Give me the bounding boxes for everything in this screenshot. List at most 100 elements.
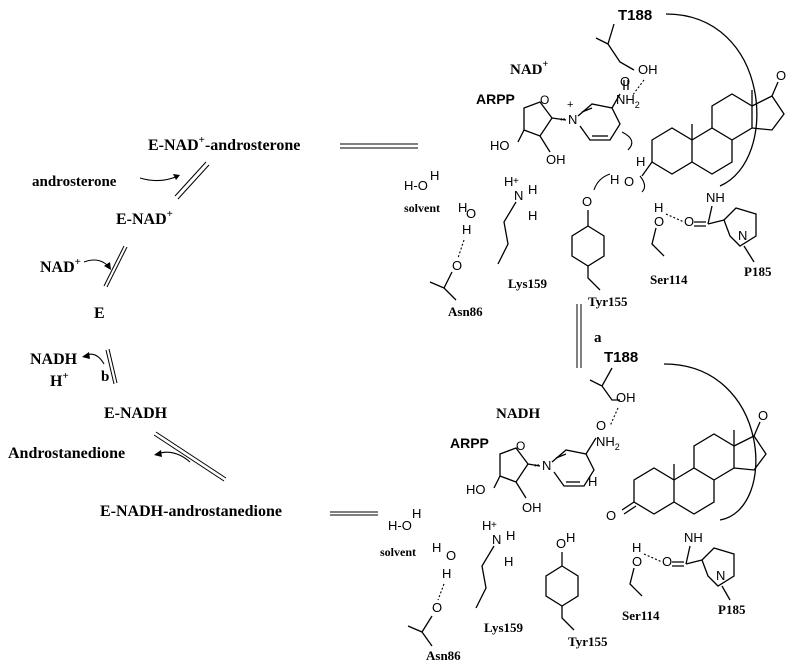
arrowhead	[154, 450, 162, 457]
lys-h: H	[482, 518, 491, 533]
ligand-nadh: NADH	[30, 351, 78, 368]
t188-hydroxyl: OH	[638, 62, 658, 77]
c4-hydrogen: H	[588, 474, 597, 489]
lys-nitrogen: N	[514, 188, 523, 203]
backbone-nh: NH	[684, 530, 703, 545]
ligand-androsterone: androsterone	[32, 174, 117, 190]
amide-oxygen: O	[620, 74, 630, 89]
double-bond	[672, 561, 684, 567]
tyr-ring	[545, 565, 579, 607]
bond	[753, 421, 761, 437]
ligand-h: H+	[50, 370, 69, 390]
tyr-ring	[571, 225, 605, 267]
ribose-hydroxyl: HO	[466, 482, 486, 497]
charge-plus: +	[513, 176, 519, 187]
ring-a	[633, 467, 675, 515]
solvent-water: H-O	[404, 178, 428, 193]
pyrrolidine-ring	[723, 207, 757, 247]
residue-ser114: Ser114	[650, 272, 688, 287]
bond	[493, 475, 501, 489]
equilibrium-line	[174, 161, 207, 197]
tyr-oxygen: O	[556, 536, 566, 551]
water-h: H	[458, 200, 467, 215]
ketone-oxygen: O	[758, 408, 768, 423]
state-e-nadh: E-NADH	[104, 405, 168, 422]
t188-backbone-arc	[663, 363, 757, 521]
residue-tyr155: Tyr155	[568, 634, 608, 649]
state-e-nad: E-NAD+	[116, 208, 173, 228]
water-oxygen: O	[466, 206, 476, 221]
tyr-sidechain	[587, 266, 601, 291]
bond	[539, 135, 551, 153]
t188-methyl	[595, 37, 609, 45]
residue-t188: T188	[604, 349, 638, 366]
amide-nh2: NH2	[616, 92, 640, 110]
ring-c	[693, 433, 735, 481]
double-bond	[581, 107, 593, 113]
steroid-androstanedione: O O	[606, 408, 768, 523]
ring-b	[673, 467, 715, 515]
ser-h: H	[654, 200, 663, 215]
equilibrium-line	[108, 348, 118, 384]
ketone-oxygen: O	[776, 68, 786, 83]
glycosidic-bond	[551, 117, 567, 121]
ring-d	[751, 95, 785, 131]
double-bond	[694, 221, 706, 227]
hbond	[457, 239, 465, 259]
solvent-label: solvent	[380, 545, 416, 559]
hbond	[609, 407, 619, 427]
hbond	[665, 213, 685, 223]
ser-sidechain	[629, 567, 643, 597]
ser-oxygen: O	[654, 214, 664, 229]
equilibrium-line	[105, 349, 115, 385]
state-e: E	[94, 305, 105, 322]
lys-h: H	[528, 182, 537, 197]
water-h: H	[462, 222, 471, 237]
equilibrium-line	[155, 431, 227, 479]
bond	[743, 245, 755, 263]
lys-nitrogen: N	[492, 532, 501, 547]
hbond	[631, 79, 645, 97]
step-label-b: b	[101, 369, 109, 385]
t188-hydroxyl: OH	[616, 390, 636, 405]
residue-p185: P185	[744, 264, 772, 279]
lys-sidechain	[497, 201, 517, 265]
c3-carbonyl	[621, 501, 637, 515]
active-site-nad-complex: T188 OH NAD+ ARPP O HO OH N + •• O NH2	[404, 7, 786, 319]
ligand-androstanedione: Androstanedione	[8, 445, 125, 462]
charge-plus: +	[491, 520, 497, 531]
bond	[515, 481, 527, 499]
hbond	[643, 553, 663, 563]
double-bond	[623, 80, 629, 90]
asn-sidechain	[407, 615, 433, 647]
hbond	[437, 583, 445, 601]
pro-nitrogen: N	[738, 228, 747, 243]
kinetic-scheme: E-NAD+-androsterone androsterone E-NAD+ …	[8, 134, 602, 520]
asn-oxygen: O	[452, 258, 462, 273]
residue-tyr155: Tyr155	[588, 294, 628, 309]
equilibrium-line	[153, 434, 225, 482]
ribose-oxygen: O	[540, 93, 549, 107]
equilibrium-line	[103, 245, 125, 287]
arpp-group: ARPP	[450, 435, 489, 451]
equilibrium-line	[106, 246, 128, 288]
ser-h: H	[632, 540, 641, 555]
ring-a	[651, 127, 693, 175]
cofactor-label-nad: NAD+	[510, 59, 549, 78]
c3-oxygen: O	[624, 174, 634, 189]
bond	[721, 585, 731, 601]
glycosidic-bond	[527, 463, 541, 467]
bond	[517, 129, 525, 143]
pro-carbonyl-oxygen: O	[684, 214, 694, 229]
water-h: H	[430, 168, 439, 183]
ribose-hydroxyl: OH	[522, 500, 542, 515]
pyrrolidine-ring	[701, 547, 735, 587]
hydride-arrow	[621, 131, 633, 151]
lys-sidechain	[475, 545, 495, 609]
t188-sidechain	[601, 367, 620, 401]
lys-h: H	[528, 208, 537, 223]
lys-h: H	[504, 554, 513, 569]
steroid-androsterone: O H O H	[610, 68, 786, 189]
arrowhead	[82, 352, 90, 359]
ribose-hydroxyl: HO	[490, 138, 510, 153]
